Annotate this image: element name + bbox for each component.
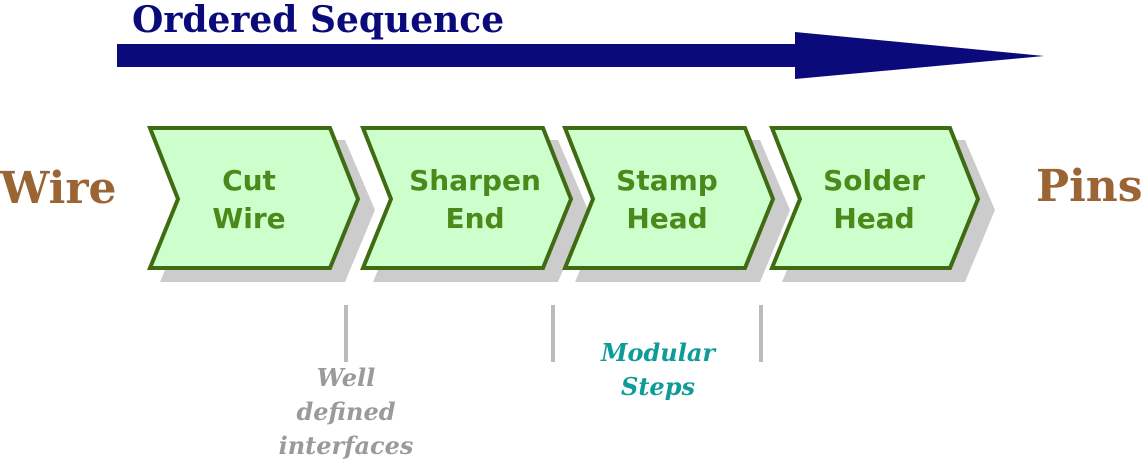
step-3-line-1: Stamp: [616, 164, 718, 197]
step-2-line-2: End: [445, 202, 505, 235]
input-label: Wire: [0, 163, 117, 214]
step-chevron-sharpen-end: [360, 126, 574, 270]
note-modular-line-2: Steps: [621, 372, 695, 401]
step-chevron-solder-head: [769, 126, 981, 270]
step-1-line-1: Cut: [222, 164, 276, 197]
note-well-defined-interfaces: Well defined interfaces: [246, 361, 446, 463]
step-label-2: Sharpen End: [390, 162, 560, 238]
note-modular-line-1: Modular: [600, 338, 716, 367]
step-chevron-stamp-head: [562, 126, 776, 270]
note-interfaces-line-2: defined: [296, 397, 396, 426]
step-4-line-1: Solder: [823, 164, 925, 197]
step-1-line-2: Wire: [212, 202, 286, 235]
step-label-3: Stamp Head: [582, 162, 752, 238]
step-label-1: Cut Wire: [164, 162, 334, 238]
output-label: Pins: [1036, 161, 1142, 212]
diagram-title: Ordered Sequence: [132, 0, 505, 41]
step-2-line-1: Sharpen: [409, 164, 541, 197]
ordered-sequence-arrow: [117, 32, 1044, 79]
note-interfaces-line-3: interfaces: [278, 431, 414, 460]
step-4-line-2: Head: [833, 202, 915, 235]
step-label-4: Solder Head: [789, 162, 959, 238]
note-modular-steps: Modular Steps: [558, 336, 758, 404]
step-3-line-2: Head: [626, 202, 708, 235]
step-chevron-cut-wire: [147, 126, 361, 270]
note-interfaces-line-1: Well: [316, 363, 376, 392]
